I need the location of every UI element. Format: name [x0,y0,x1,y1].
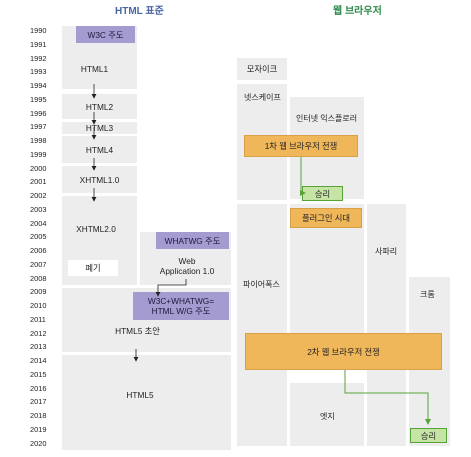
second-browser-war: 2차 웹 브라우저 전쟁 [245,333,442,370]
html1-label: HTML1 [80,64,109,74]
year-label: 1997 [30,122,47,132]
year-label: 2020 [30,438,47,448]
year-label: 1996 [30,108,47,118]
year-label: 1992 [30,53,47,63]
year-label: 2004 [30,218,47,228]
html2-label: HTML2 [85,101,114,112]
year-label: 2015 [30,369,47,379]
year-label: 1991 [30,39,47,49]
year-label: 1990 [30,26,47,35]
xhtml1-label: XHTML1.0 [79,174,120,185]
year-label: 2000 [30,163,47,173]
firefox-block [237,204,287,446]
html-standard-header: HTML 표준 [115,6,164,17]
html3-block: HTML3 [62,122,137,134]
safari-block [367,204,406,446]
html5-draft-label: HTML5 초안 [115,326,160,336]
year-label: 2014 [30,356,47,365]
joint-lead-label: W3C+WHATWG=HTML W/G 주도 [133,292,229,320]
year-label: 2019 [30,424,47,434]
html5-block [62,355,231,450]
w3c-lead-label: W3C 주도 [76,26,135,43]
year-label: 1994 [30,81,47,90]
year-label: 2018 [30,411,47,420]
year-label: 2012 [30,328,47,338]
html4-block: HTML4 [62,136,137,163]
plugin-era: 플러그인 시대 [290,208,362,228]
year-label: 2017 [30,397,47,407]
year-label: 2013 [30,342,47,352]
firefox-label: 파이어폭스 [243,280,280,289]
first-browser-war: 1차 웹 브라우저 전쟁 [244,135,358,157]
xhtml2-label: XHTML2.0 [76,224,116,234]
year-label: 2007 [30,259,47,269]
abolished-label: 폐기 [68,260,118,276]
year-label: 1995 [30,94,47,104]
mosaic-label: 모자이크 [246,64,278,74]
safari-label: 사파리 [375,247,398,256]
year-label: 2001 [30,177,47,187]
html3-label: HTML3 [85,123,114,133]
edge-label: 엣지 [320,412,335,421]
year-label: 2009 [30,287,47,297]
arrow-war1-victory [300,157,306,196]
year-label: 2010 [30,301,47,310]
year-label: 2011 [30,314,46,324]
year-label: 2016 [30,383,47,393]
mosaic-block: 모자이크 [237,58,287,80]
xhtml1-block: XHTML1.0 [62,166,137,193]
netscape-label: 넷스케이프 [244,93,281,102]
web-browser-header: 웹 브라우저 [333,6,382,17]
year-label: 1993 [30,67,47,77]
year-label: 2006 [30,246,47,255]
year-label: 1998 [30,136,47,145]
whatwg-lead-label: WHATWG 주도 [156,232,229,249]
html4-label: HTML4 [85,144,114,155]
arrow-webapp-joint [155,279,187,297]
year-label: 2005 [30,232,47,242]
html2-block: HTML2 [62,94,137,119]
victory-badge-2: 승리 [410,428,447,443]
ie-label: 인터넷 익스플로러 [296,114,358,123]
arrow-war2-victory [344,370,431,425]
chrome-label: 크롬 [420,290,435,299]
year-label: 2008 [30,273,47,283]
victory-badge-1: 승리 [302,186,343,201]
year-label: 1999 [30,149,47,159]
year-label: 2002 [30,191,47,200]
html5-label: HTML5 [126,390,154,400]
year-label: 2003 [30,204,47,214]
